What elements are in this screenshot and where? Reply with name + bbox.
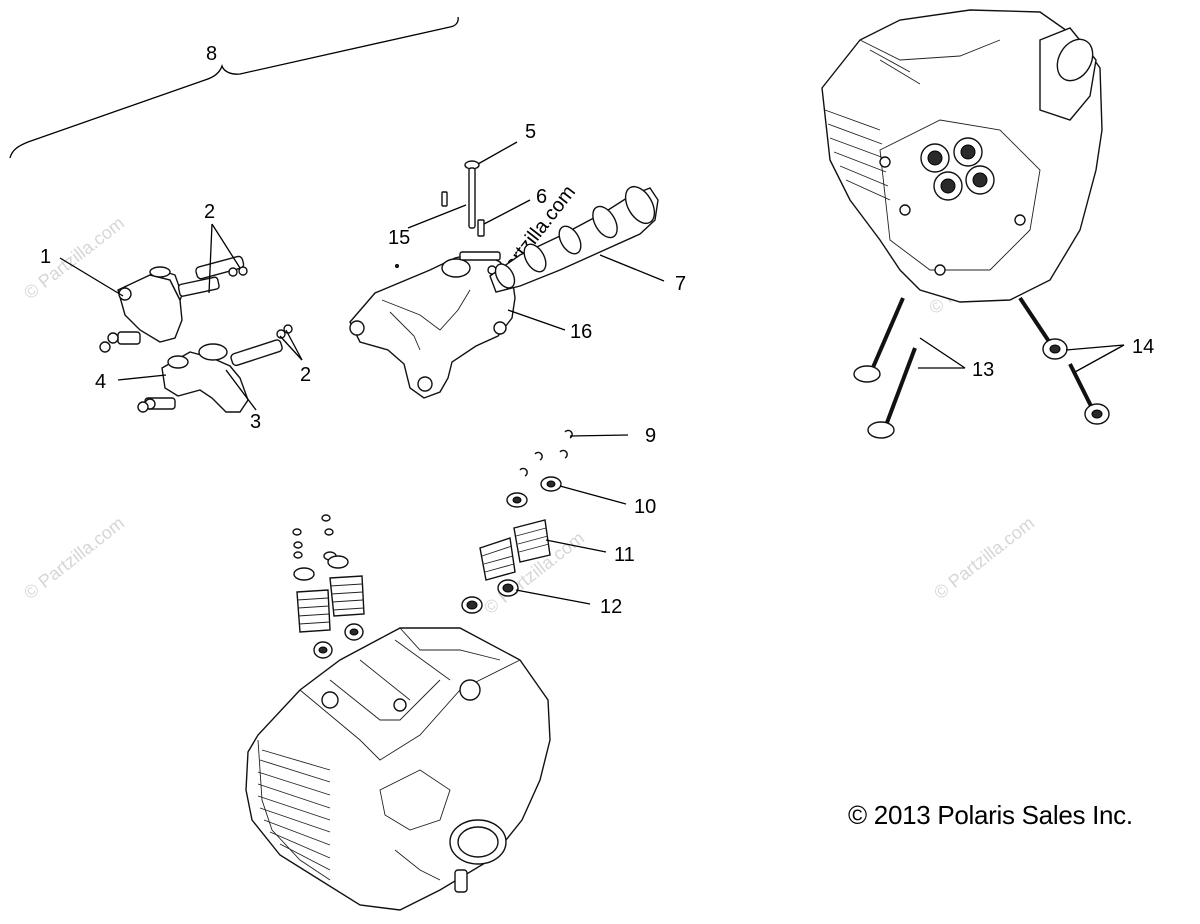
callout-11: 11 (614, 544, 635, 566)
callout-2: 2 (204, 201, 215, 223)
callout-14: 14 (1132, 336, 1154, 358)
callout-12: 12 (600, 596, 622, 618)
valves (853, 296, 1110, 439)
callout-leaders-left (59, 223, 303, 411)
callout-16: 16 (570, 321, 592, 343)
cylinder-head (245, 627, 551, 911)
callout-3: 3 (250, 411, 261, 433)
callout-9: 9 (645, 425, 656, 447)
cylinder-head-top (821, 9, 1103, 303)
callout-7: 7 (675, 273, 686, 295)
valve-train-left (292, 514, 365, 659)
bolts (395, 160, 485, 268)
callout-13: 13 (972, 359, 994, 381)
callout-leaders-top (407, 141, 665, 331)
rocker-shaft (195, 255, 248, 280)
callout-1: 1 (40, 246, 51, 268)
camshaft (489, 185, 659, 293)
callout-leaders-right (515, 434, 629, 605)
callout-leaders-valves (918, 337, 1125, 373)
watermark: © Partzilla.com (20, 513, 128, 603)
valve-train-right (461, 429, 573, 614)
rocker-arm-intake (99, 266, 220, 353)
callout-5: 5 (525, 121, 536, 143)
group-bracket (9, 16, 459, 159)
callout-4: 4 (95, 371, 106, 393)
rocker-arm-exhaust (137, 324, 293, 413)
callout-15: 15 (388, 227, 410, 249)
watermark: © Partzilla.com (930, 513, 1038, 603)
callout-10: 10 (634, 496, 656, 518)
callout-8: 8 (206, 43, 217, 65)
callout-labels: 1 2 2 3 4 5 6 7 8 9 10 11 12 13 14 15 16 (40, 43, 1154, 618)
copyright-notice: © 2013 Polaris Sales Inc. (848, 800, 1133, 830)
cam-carrier (349, 251, 516, 399)
callout-2: 2 (300, 364, 311, 386)
callout-6: 6 (536, 186, 547, 208)
